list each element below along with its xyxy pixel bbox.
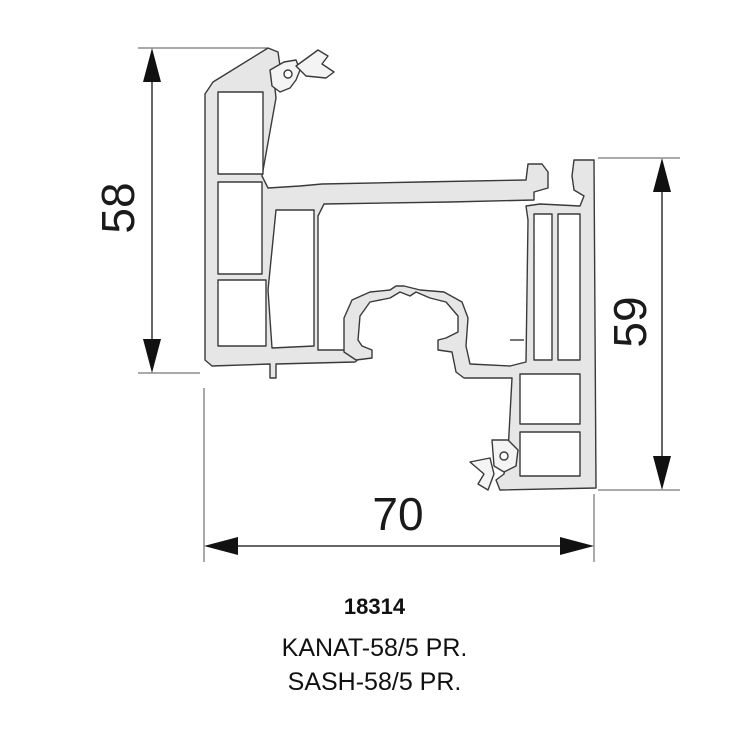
- frame-chamber: [217, 181, 263, 275]
- extension-lines: [138, 47, 680, 562]
- dimension-58: 58: [92, 48, 161, 373]
- top-gasket: [269, 49, 335, 93]
- frame-chamber: [217, 91, 264, 175]
- profile-name-sash: SASH-58/5 PR.: [287, 668, 462, 696]
- sash-chamber: [533, 213, 553, 361]
- arrow-up-icon: [653, 158, 671, 192]
- dimension-70: 70: [204, 488, 594, 555]
- frame-chamber: [267, 209, 315, 349]
- dimension-label-59: 59: [604, 296, 656, 347]
- dimension-label-70: 70: [372, 488, 423, 540]
- sash-chamber: [557, 213, 581, 361]
- arrow-up-icon: [143, 48, 161, 82]
- dimension-59: 59: [604, 158, 671, 490]
- arrow-down-icon: [143, 339, 161, 373]
- profile-cross-section: [204, 47, 597, 491]
- sash-chamber: [519, 373, 581, 425]
- arrow-down-icon: [653, 456, 671, 490]
- profile-name-kanat: KANAT-58/5 PR.: [281, 634, 468, 662]
- frame-chamber: [217, 279, 267, 347]
- sash-chamber: [519, 431, 581, 477]
- bottom-gasket: [469, 439, 519, 491]
- arrow-right-icon: [560, 537, 594, 555]
- dimension-label-58: 58: [92, 182, 144, 233]
- arrow-left-icon: [204, 537, 238, 555]
- profile-code: 18314: [343, 594, 406, 619]
